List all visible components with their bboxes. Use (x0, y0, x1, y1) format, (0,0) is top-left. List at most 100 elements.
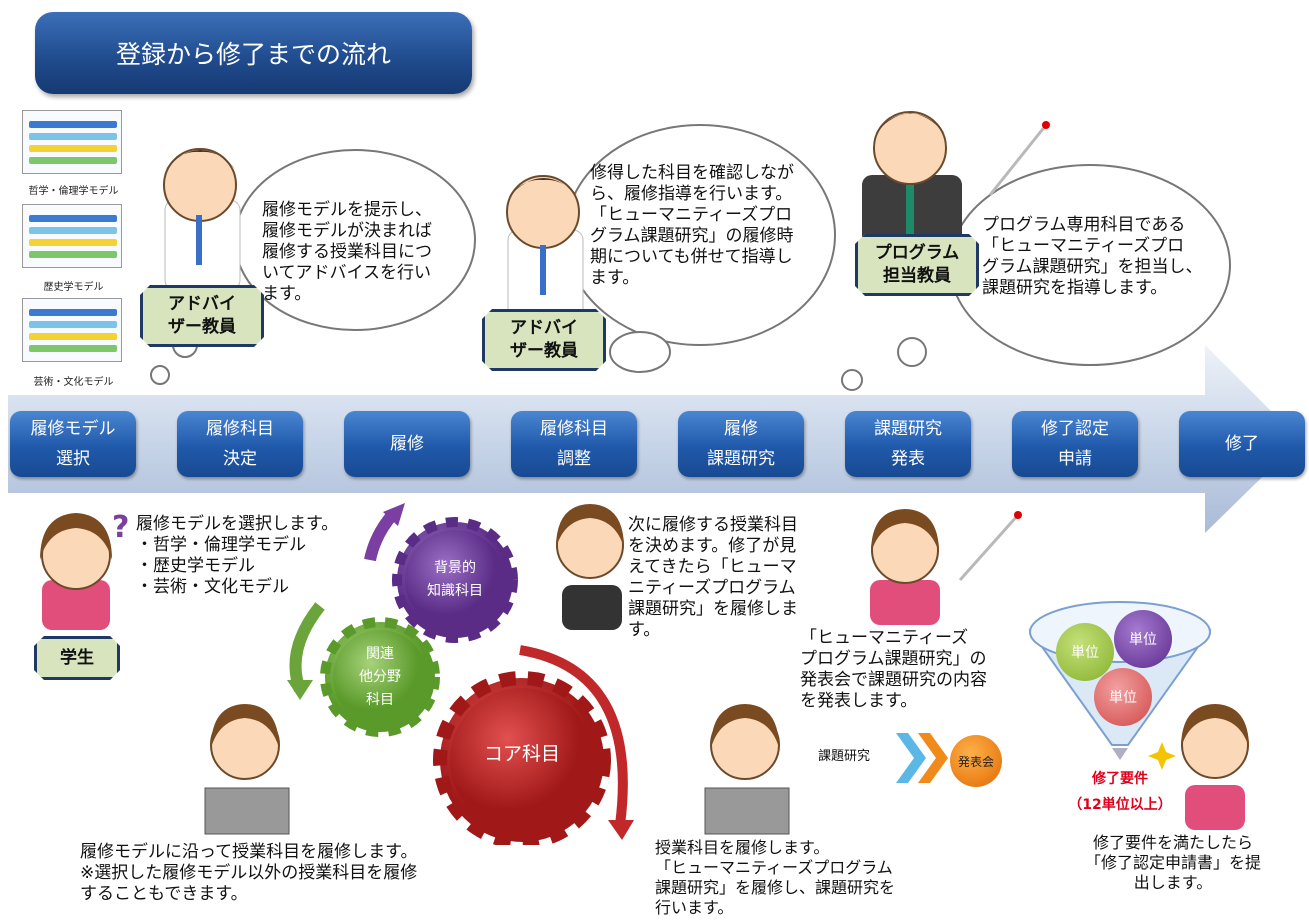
step-label: 履修科目 (206, 419, 274, 439)
step-label: 課題研究 (874, 419, 942, 439)
student-illustration (40, 513, 112, 630)
presentation-label: 発表会 (957, 754, 994, 769)
text-line: ます。 (590, 268, 640, 288)
step-label: 修了認定 (1041, 419, 1109, 439)
step-label: 申請 (1058, 449, 1092, 469)
step-label: 履修科目 (540, 419, 608, 439)
research-label: 課題研究 (818, 749, 871, 764)
text-line: 「ヒューマニティーズプログラム (655, 858, 893, 877)
text-line: 課題研究」を履修し、課題研究を (655, 878, 896, 897)
advisor-1-text: 履修モデルを提示し、 履修モデルが決まれば 履修する授業科目につ いてアドバイス… (262, 200, 432, 305)
text-line: 課題研究」を履修しま (628, 599, 798, 619)
tag-line: ザー教員 (510, 341, 578, 361)
unit-label: 単位 (1129, 632, 1157, 648)
completion-text: 修了要件を満たしたら 「修了認定申請書」を提 出します。 (1085, 833, 1261, 893)
text-line: 期についても併せて指導し (590, 247, 793, 267)
text-line: グラム課題研究」の履修時 (590, 226, 794, 246)
program-teacher-text: プログラム専用科目である 「ヒューマニティーズプロ グラム課題研究」を担当し、 … (982, 215, 1203, 299)
text-line: 「修了認定申請書」を提 (1085, 853, 1262, 872)
text-line: 発表会で課題研究の内容 (800, 670, 987, 690)
gear-core-label: コア科目 (483, 743, 560, 765)
step-label: 修了 (1225, 434, 1259, 454)
step-label: 調整 (557, 449, 591, 469)
text-line: 次に履修する授業科目 (628, 515, 798, 535)
text-line: ます。 (262, 284, 312, 304)
model-caption: 歴史学モデル (43, 282, 104, 293)
gear-text: 科目 (366, 692, 394, 708)
step-label: 履修 (390, 434, 424, 454)
unit-ball: 単位 (1056, 623, 1114, 681)
gear-icon (320, 617, 440, 737)
step-label: 決定 (223, 449, 257, 469)
tag-line: 学生 (60, 647, 94, 668)
step-completion-application: 修了認定申請 (1012, 411, 1138, 477)
step-completion: 修了 (1179, 411, 1305, 477)
advisor-illustration (163, 148, 241, 291)
gear-text: 背景的 (434, 560, 476, 576)
requirement-detail: （12単位以上） (1068, 797, 1172, 813)
gear-text: 関連 (366, 646, 394, 662)
tag-line: アドバイ (168, 294, 236, 314)
text-line: することもできます。 (80, 884, 248, 904)
text-line: 履修モデルを提示し、 (262, 200, 432, 220)
step-research-enrollment: 履修課題研究 (678, 411, 804, 477)
model-caption: 芸術・文化モデル (33, 377, 114, 388)
step-label: 課題研究 (707, 449, 775, 469)
gear-text: 知識科目 (427, 583, 483, 599)
text-line: を決めます。修了が見 (628, 536, 797, 556)
step-course-decision: 履修科目決定 (177, 411, 303, 477)
student-illustration (704, 704, 790, 835)
text-line: 「ヒューマニティーズ (800, 628, 969, 648)
question-mark-icon: ? (112, 510, 130, 545)
text-line: プログラム課題研究」の (800, 649, 987, 669)
tag-line: ザー教員 (168, 317, 236, 337)
advisor-tag: アドバイザー教員 (482, 309, 606, 371)
advisor-illustration (506, 175, 584, 321)
chevron-right-icon (896, 733, 948, 783)
unit-ball: 単位 (1094, 668, 1152, 726)
page-title: 登録から修了までの流れ (35, 12, 472, 94)
step-label: 発表 (891, 449, 925, 469)
step-label: 履修モデル (30, 419, 116, 439)
text-line: 履修モデルを選択します。 (136, 514, 339, 534)
step-enrollment: 履修 (344, 411, 470, 477)
presentation-text: 「ヒューマニティーズ プログラム課題研究」の 発表会で課題研究の内容 を発表しま… (800, 628, 987, 712)
teacher-illustration (862, 111, 1050, 245)
text-line: グラム課題研究」を担当し、 (982, 257, 1203, 277)
unit-label: 単位 (1071, 645, 1099, 661)
thought-cloud (841, 164, 1231, 391)
text-line: いてアドバイスを行い (262, 263, 431, 283)
text-line: ニティーズプログラム (628, 578, 796, 598)
requirement-title: 修了要件 (1092, 771, 1148, 787)
page-title-text: 登録から修了までの流れ (115, 40, 391, 69)
student-illustration (204, 704, 290, 835)
gears-diagram (320, 517, 611, 845)
text-line: 修了要件を満たしたら (1093, 833, 1254, 852)
model-caption: 哲学・倫理学モデル (28, 186, 119, 197)
presentation-badge: 発表会 (950, 735, 1002, 787)
student-illustration (1181, 704, 1249, 830)
student-tag: 学生 (34, 636, 120, 680)
text-line: 課題研究を指導します。 (982, 278, 1168, 298)
text-line: ら、履修指導を行います。 (590, 184, 793, 204)
program-teacher-tag: プログラム担当教員 (855, 234, 979, 296)
text-line: 履修する授業科目につ (262, 242, 432, 262)
text-line: ※選択した履修モデル以外の授業科目を履修 (80, 863, 418, 883)
completion-requirement: 修了要件 （12単位以上） (1060, 768, 1180, 814)
step-label: 選択 (56, 449, 90, 469)
course-text: 履修モデルに沿って授業科目を履修します。 ※選択した履修モデル以外の授業科目を履… (80, 842, 417, 905)
thought-cloud (564, 124, 836, 412)
unit-ball: 単位 (1114, 610, 1172, 668)
model-thumbnail-history (22, 204, 122, 268)
text-line: ・哲学・倫理学モデル (136, 535, 306, 555)
gear-icon (392, 517, 518, 643)
text-line: プログラム専用科目である (982, 215, 1186, 235)
text-line: 「ヒューマニティーズプロ (982, 236, 1185, 256)
unit-label: 単位 (1109, 690, 1137, 706)
model-thumbnail-philosophy (22, 110, 122, 174)
model-thumbnail-arts (22, 298, 122, 362)
text-line: 授業科目を履修します。 (655, 838, 830, 857)
research-text: 授業科目を履修します。 「ヒューマニティーズプログラム 課題研究」を履修し、課題… (655, 838, 895, 918)
student-illustration (556, 504, 624, 630)
gear-text: 他分野 (359, 669, 401, 685)
